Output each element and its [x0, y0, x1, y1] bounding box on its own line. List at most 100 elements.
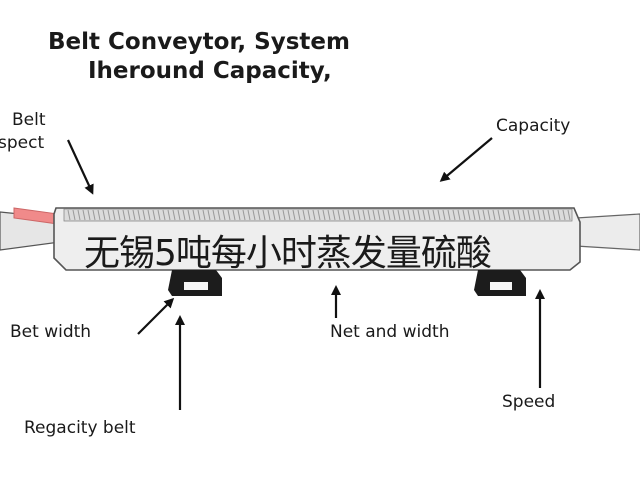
belt-rib: [122, 209, 126, 221]
belt-rib: [167, 209, 171, 221]
belt-rib: [177, 209, 181, 221]
belt-rib: [207, 209, 211, 221]
belt-rib: [347, 209, 351, 221]
belt-rib: [112, 209, 116, 221]
belt-rib: [322, 209, 326, 221]
belt-rib: [162, 209, 166, 221]
belt-rib: [342, 209, 346, 221]
label-bet-width: Bet width: [10, 322, 92, 342]
belt-rib: [432, 209, 436, 221]
belt-rib: [257, 209, 261, 221]
belt-rib: [67, 209, 71, 221]
belt-rib: [352, 209, 356, 221]
belt-rib: [312, 209, 316, 221]
belt-rib: [357, 209, 361, 221]
belt-rib: [132, 209, 136, 221]
belt-rib: [402, 209, 406, 221]
belt-rib: [117, 209, 121, 221]
belt-rib: [152, 209, 156, 221]
belt-rib: [137, 209, 141, 221]
belt-rib: [452, 209, 456, 221]
belt-rib: [317, 209, 321, 221]
belt-rib: [172, 209, 176, 221]
belt-rib: [282, 209, 286, 221]
diagram-title: Belt Conveytor, System Iheround Capacity…: [48, 28, 488, 86]
belt-rib: [127, 209, 131, 221]
belt-rib: [447, 209, 451, 221]
belt-rib: [142, 209, 146, 221]
left-belt-extension: [0, 207, 61, 251]
right-belt-extension: [575, 213, 640, 251]
belt-rib: [182, 209, 186, 221]
title-line-1: Belt Conveytor, System: [48, 29, 350, 55]
belt-rib: [482, 209, 486, 221]
belt-rib: [527, 209, 531, 221]
label-net-and-width: Net and width: [330, 322, 450, 342]
belt-rib: [267, 209, 271, 221]
roller-left: [168, 270, 222, 296]
belt-rib: [287, 209, 291, 221]
belt-rib: [107, 209, 111, 221]
belt-rib: [77, 209, 81, 221]
belt-rib: [197, 209, 201, 221]
belt-rib: [387, 209, 391, 221]
belt-rib: [552, 209, 556, 221]
belt-rib: [237, 209, 241, 221]
belt-rib: [102, 209, 106, 221]
label-capacity: Capacity: [496, 116, 571, 136]
belt-rib: [217, 209, 221, 221]
belt-rib: [92, 209, 96, 221]
label-belt-aspect-line1: Belt: [12, 110, 46, 130]
belt-rib: [277, 209, 281, 221]
belt-rib: [367, 209, 371, 221]
belt-rib: [407, 209, 411, 221]
belt-rib: [87, 209, 91, 221]
belt-rib: [372, 209, 376, 221]
belt-rib: [517, 209, 521, 221]
belt-rib: [507, 209, 511, 221]
arrow-belt-aspect: [67, 139, 94, 195]
belt-rib: [547, 209, 551, 221]
belt-rib: [227, 209, 231, 221]
belt-rib: [332, 209, 336, 221]
belt-rib: [542, 209, 546, 221]
belt-rib: [417, 209, 421, 221]
overlay-text: 无锡5吨每小时蒸发量硫酸: [84, 233, 492, 274]
title-line-2: Iheround Capacity,: [88, 58, 332, 84]
belt-ribs: [67, 209, 571, 221]
belt-rib: [392, 209, 396, 221]
belt-rib: [222, 209, 226, 221]
belt-rib: [212, 209, 216, 221]
belt-rib: [477, 209, 481, 221]
belt-rib: [422, 209, 426, 221]
belt-rib: [382, 209, 386, 221]
belt-rib: [252, 209, 256, 221]
belt-rib: [512, 209, 516, 221]
belt-rib: [472, 209, 476, 221]
belt-rib: [242, 209, 246, 221]
belt-rib: [362, 209, 366, 221]
label-regacity-belt: Regacity belt: [24, 418, 136, 438]
belt-rib: [377, 209, 381, 221]
belt-rib: [292, 209, 296, 221]
arrow-bet-width: [137, 297, 175, 335]
belt-rib: [327, 209, 331, 221]
belt-rib: [457, 209, 461, 221]
belt-rib: [302, 209, 306, 221]
belt-rib: [497, 209, 501, 221]
belt-rib: [522, 209, 526, 221]
belt-rib: [502, 209, 506, 221]
belt-rib: [247, 209, 251, 221]
belt-rib: [462, 209, 466, 221]
belt-rib: [157, 209, 161, 221]
belt-rib: [557, 209, 561, 221]
belt-rib: [442, 209, 446, 221]
arrow-capacity: [439, 137, 493, 182]
belt-rib: [567, 209, 571, 221]
belt-rib: [82, 209, 86, 221]
label-speed: Speed: [502, 392, 556, 412]
belt-rib: [72, 209, 76, 221]
belt-rib: [492, 209, 496, 221]
belt-rib: [272, 209, 276, 221]
